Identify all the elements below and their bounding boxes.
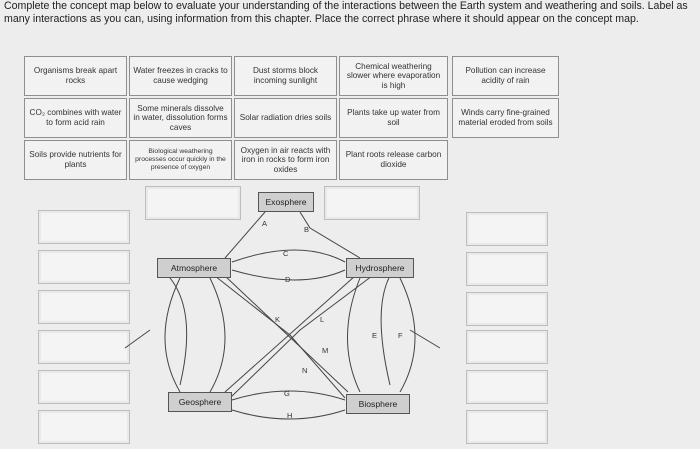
drop-slot[interactable] bbox=[38, 410, 130, 444]
drop-slot[interactable] bbox=[466, 252, 548, 286]
instructions-text: Complete the concept map below to evalua… bbox=[4, 0, 688, 26]
drop-slot[interactable] bbox=[466, 292, 548, 326]
phrase-card[interactable]: CO₂ combines with water to form acid rai… bbox=[24, 98, 127, 138]
phrase-card[interactable]: Plant roots release carbon dioxide bbox=[339, 140, 448, 180]
drop-slot[interactable] bbox=[466, 370, 548, 404]
drop-slot[interactable] bbox=[38, 370, 130, 404]
svg-text:E: E bbox=[372, 331, 377, 340]
svg-text:D: D bbox=[285, 275, 291, 284]
phrase-card[interactable]: Plants take up water from soil bbox=[339, 98, 448, 138]
svg-text:C: C bbox=[283, 249, 289, 258]
phrase-card[interactable]: Dust storms block incoming sunlight bbox=[234, 56, 337, 96]
phrase-card[interactable]: Biological weathering processes occur qu… bbox=[129, 140, 232, 180]
drop-slot[interactable] bbox=[38, 210, 130, 244]
svg-text:M: M bbox=[322, 346, 328, 355]
node-exosphere: Exosphere bbox=[258, 192, 314, 212]
svg-text:L: L bbox=[320, 315, 324, 324]
node-geosphere: Geosphere bbox=[168, 392, 232, 412]
phrase-card[interactable]: Organisms break apart rocks bbox=[24, 56, 127, 96]
node-atmosphere: Atmosphere bbox=[157, 258, 231, 278]
svg-text:K: K bbox=[275, 315, 280, 324]
drop-slot[interactable] bbox=[324, 186, 420, 220]
svg-text:H: H bbox=[287, 411, 292, 420]
svg-text:F: F bbox=[398, 331, 403, 340]
svg-text:B: B bbox=[304, 225, 309, 234]
drop-slot[interactable] bbox=[38, 330, 130, 364]
phrase-card[interactable]: Winds carry fine-grained material eroded… bbox=[452, 98, 559, 138]
phrase-card[interactable]: Solar radiation dries soils bbox=[234, 98, 337, 138]
svg-text:A: A bbox=[262, 219, 267, 228]
phrase-card[interactable]: Pollution can increase acidity of rain bbox=[452, 56, 559, 96]
drop-slot[interactable] bbox=[38, 290, 130, 324]
phrase-card[interactable]: Soils provide nutrients for plants bbox=[24, 140, 127, 180]
drop-slot[interactable] bbox=[38, 250, 130, 284]
node-hydrosphere: Hydrosphere bbox=[346, 258, 414, 278]
phrase-card[interactable]: Some minerals dissolve in water, dissolu… bbox=[129, 98, 232, 138]
phrase-card[interactable]: Water freezes in cracks to cause wedging bbox=[129, 56, 232, 96]
phrase-card[interactable]: Chemical weathering slower where evapora… bbox=[339, 56, 448, 96]
drop-slot[interactable] bbox=[466, 212, 548, 246]
drop-slot[interactable] bbox=[466, 330, 548, 364]
drop-slot[interactable] bbox=[466, 410, 548, 444]
svg-text:G: G bbox=[284, 389, 290, 398]
phrase-card[interactable]: Oxygen in air reacts with iron in rocks … bbox=[234, 140, 337, 180]
svg-text:N: N bbox=[302, 366, 307, 375]
drop-slot[interactable] bbox=[145, 186, 241, 220]
node-biosphere: Biosphere bbox=[346, 394, 410, 414]
